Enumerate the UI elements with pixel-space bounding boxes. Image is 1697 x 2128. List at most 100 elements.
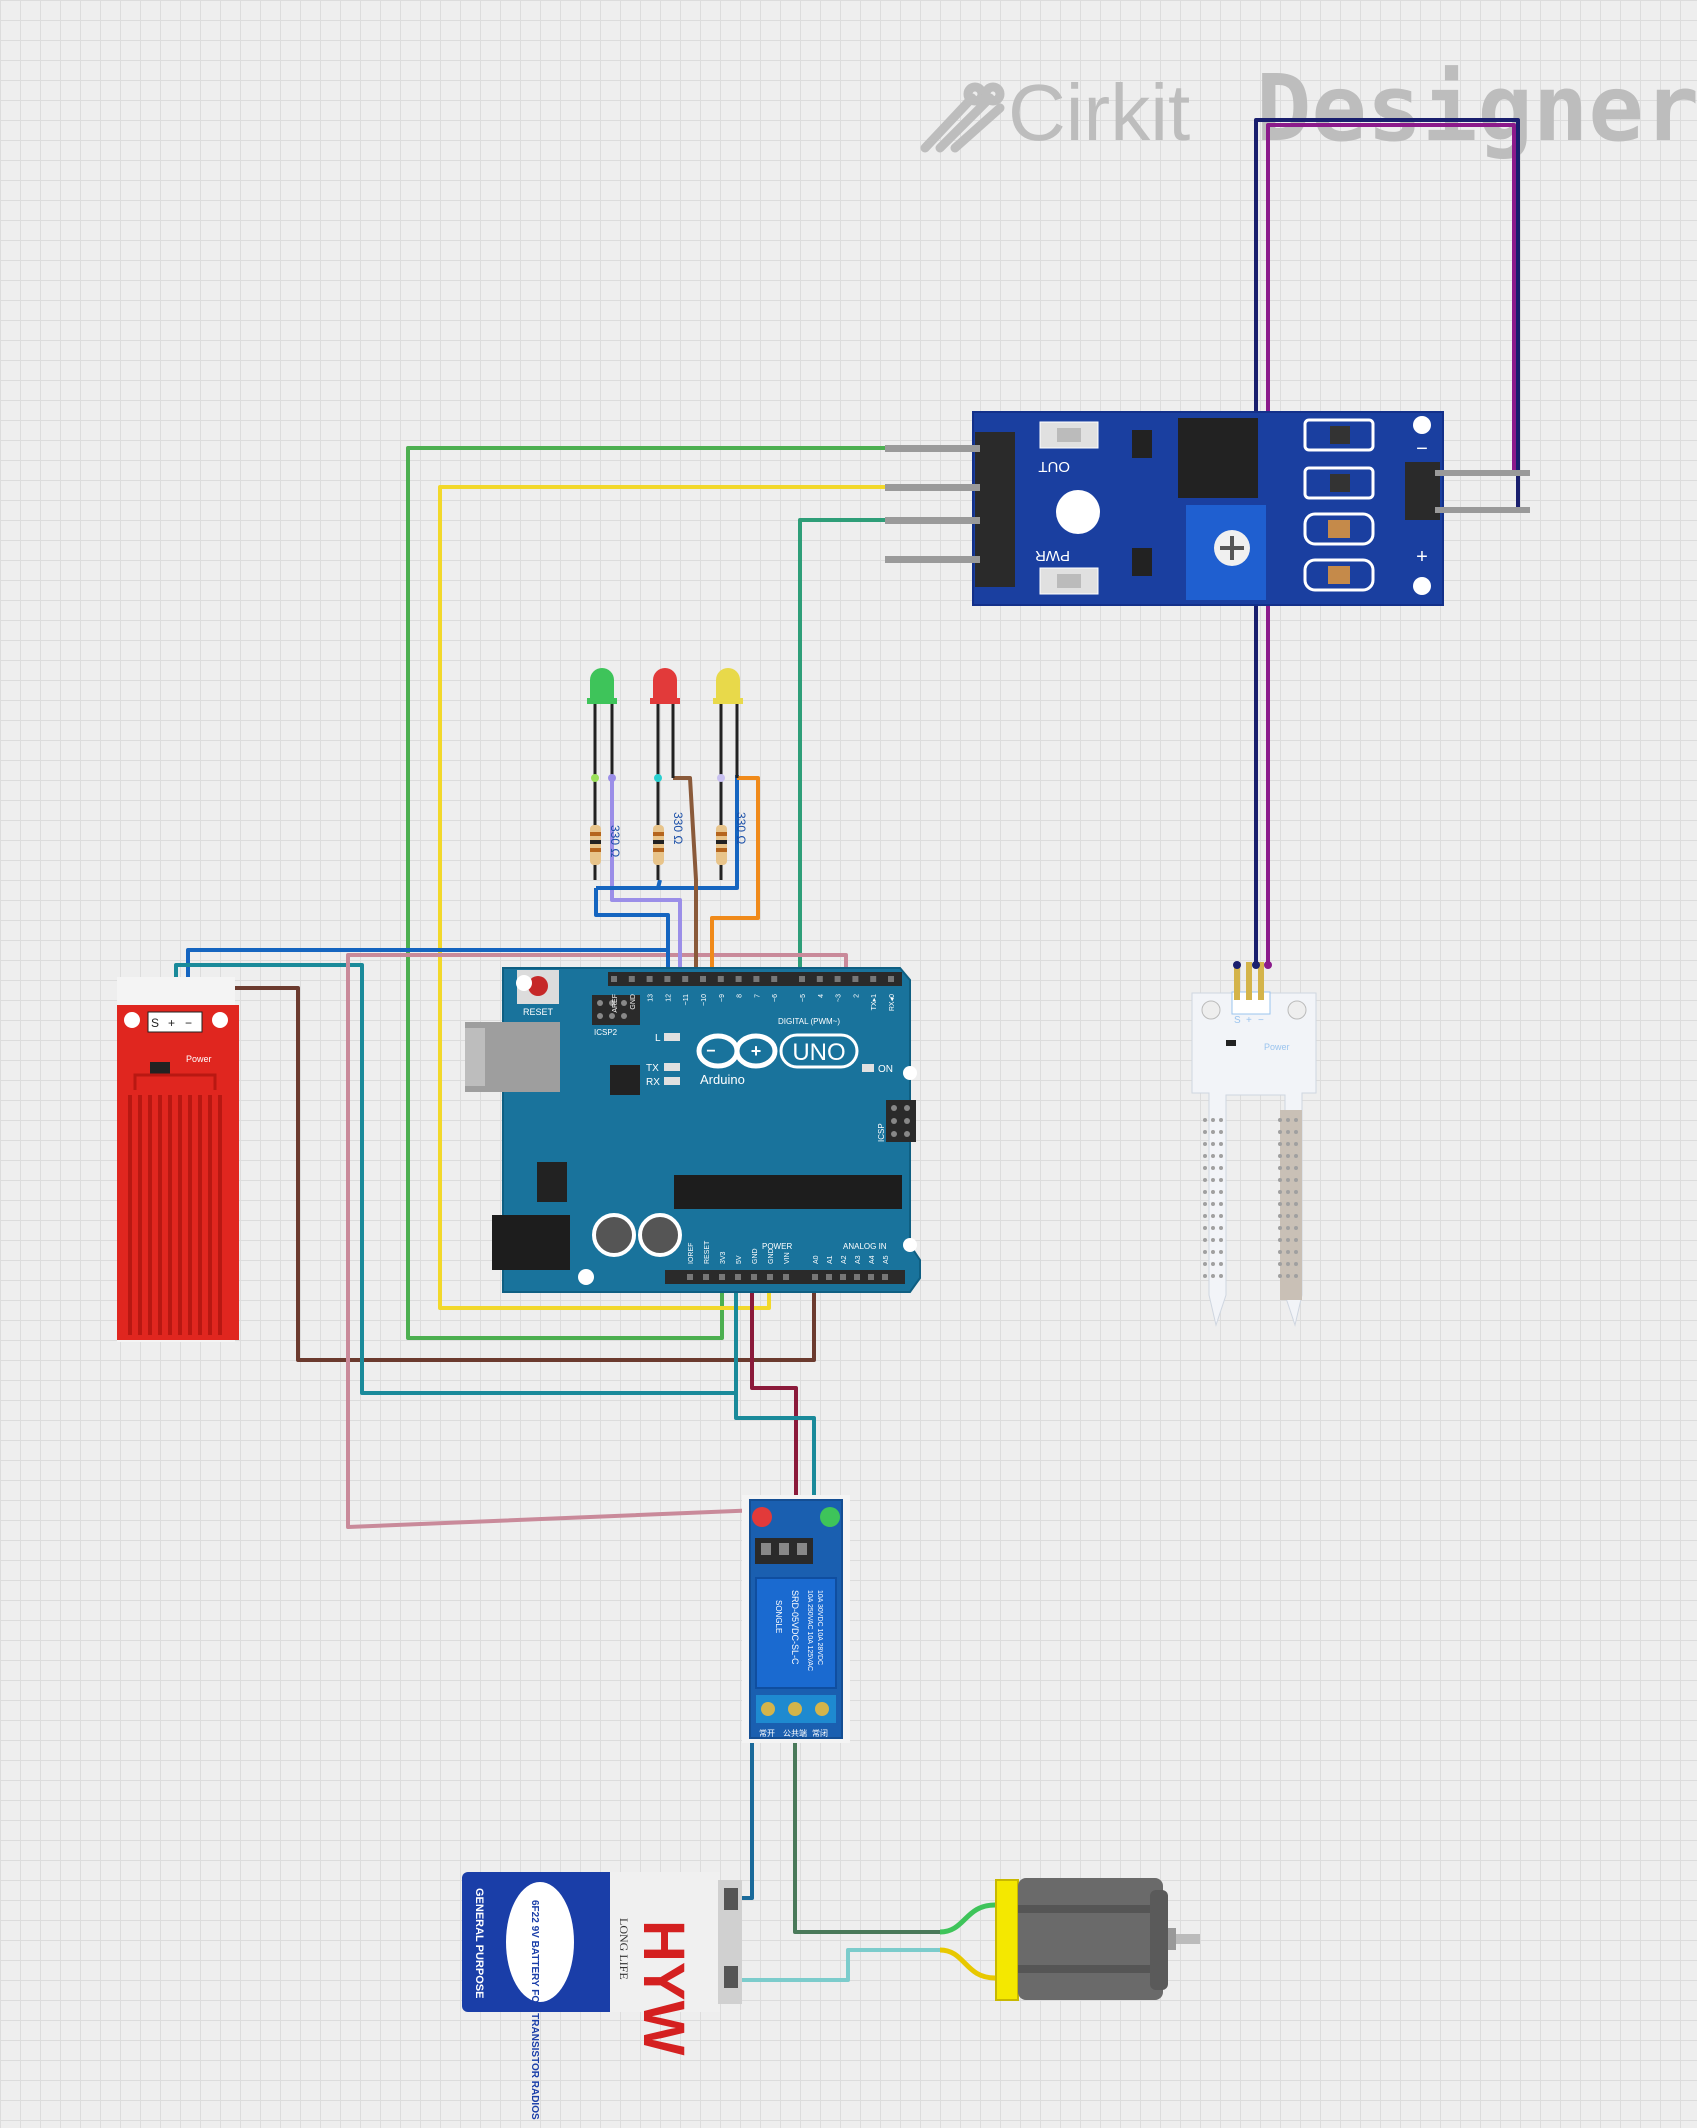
dc-motor[interactable] <box>939 1878 1200 2001</box>
analog-pin-label: A3 <box>855 1255 862 1264</box>
analog-pin-label: A1 <box>827 1255 834 1264</box>
wire-aqua-battery-motor[interactable] <box>738 1948 940 1982</box>
probe-dot <box>1286 1154 1290 1158</box>
relay-brand: SONGLE <box>774 1600 783 1633</box>
led-l-label: L <box>655 1033 661 1044</box>
probe-power-label: Power <box>1264 1042 1290 1052</box>
probe-dot <box>1203 1178 1207 1182</box>
resistor-2[interactable]: 330 Ω <box>653 812 685 865</box>
icsp2-header <box>592 995 640 1025</box>
pin-socket[interactable] <box>753 976 760 982</box>
wire-brown-led-red[interactable] <box>673 776 698 980</box>
pin-socket[interactable] <box>611 976 617 982</box>
analog-pin-label: A0 <box>813 1255 820 1264</box>
power-pin-socket[interactable] <box>783 1274 789 1280</box>
wire-teal-sensor-d[interactable] <box>798 518 985 980</box>
probe-dot <box>1211 1214 1215 1218</box>
power-pin-socket[interactable] <box>687 1274 693 1280</box>
probe-dot <box>1278 1166 1282 1170</box>
resistor-2-label: 330 Ω <box>671 812 685 844</box>
pin-label: 12 <box>665 994 672 1002</box>
pin-socket[interactable] <box>717 976 724 982</box>
power-jack <box>492 1215 570 1270</box>
probe-dot <box>1203 1262 1207 1266</box>
probe-dot <box>1286 1226 1290 1230</box>
pin-label: 7 <box>754 994 761 998</box>
led-body-green <box>590 668 614 700</box>
power-pin-socket[interactable] <box>767 1274 773 1280</box>
wire-blue-battery-relay[interactable] <box>738 1732 754 1900</box>
wire-green-relay-motor[interactable] <box>793 1732 940 1934</box>
icsp2-label: ICSP2 <box>594 1028 618 1037</box>
pin-socket[interactable] <box>834 976 841 982</box>
pin-socket[interactable] <box>870 976 877 982</box>
pin-socket[interactable] <box>852 976 859 982</box>
led-yellow[interactable] <box>713 668 743 880</box>
wire-teal-relay-vcc[interactable] <box>734 1393 816 1540</box>
analog-pin-socket[interactable] <box>826 1274 832 1280</box>
pin-socket[interactable] <box>682 976 689 982</box>
analog-pin-socket[interactable] <box>882 1274 888 1280</box>
pin-label: ~10 <box>701 994 708 1006</box>
probe-dot <box>1286 1238 1290 1242</box>
wire-cyan-water-sensor[interactable] <box>174 963 738 1395</box>
probe-dot <box>1203 1226 1207 1230</box>
probe-dot <box>1211 1178 1215 1182</box>
probe-pin-plus: + <box>1246 1015 1252 1026</box>
analog-pin-socket[interactable] <box>854 1274 860 1280</box>
wire-blue-led-common[interactable] <box>594 775 739 980</box>
analog-label: ANALOG IN <box>843 1242 887 1251</box>
power-pin-socket[interactable] <box>703 1274 709 1280</box>
probe-dot <box>1294 1190 1298 1194</box>
pin-socket[interactable] <box>646 976 653 982</box>
probe-dot <box>1211 1142 1215 1146</box>
power-pin-socket[interactable] <box>751 1274 757 1280</box>
resistor-3[interactable]: 330 Ω <box>716 812 748 865</box>
wire-green-sensor-out[interactable] <box>406 446 985 1340</box>
probe-dot <box>1286 1118 1290 1122</box>
probe-dot <box>1278 1130 1282 1134</box>
wire-pink-relay-in[interactable] <box>346 953 848 1529</box>
pin-socket[interactable] <box>628 976 635 982</box>
sensor-trace <box>148 1095 152 1335</box>
pin-socket[interactable] <box>700 976 706 982</box>
water-level-sensor[interactable]: S + − Power <box>117 977 239 1342</box>
probe-dot <box>1211 1262 1215 1266</box>
power-pin-label: 5V <box>736 1255 743 1264</box>
probe-dot <box>1294 1214 1298 1218</box>
probe-dot <box>1278 1202 1282 1206</box>
probe-dot <box>1294 1262 1298 1266</box>
wire-maroon-relay-gnd[interactable] <box>750 1280 798 1540</box>
resistor-1[interactable]: 330 Ω <box>590 825 622 865</box>
lm393-sensor-module[interactable]: OUT PWR − + <box>885 411 1530 606</box>
analog-pin-socket[interactable] <box>868 1274 874 1280</box>
soil-moisture-probe[interactable]: S + − Power <box>1191 961 1317 1327</box>
battery-9v[interactable]: 6F22 9V BATTERY FOR TRANSISTOR RADIOS GE… <box>462 1872 742 2120</box>
pin-socket[interactable] <box>664 976 671 982</box>
probe-dot <box>1278 1118 1282 1122</box>
pin-socket[interactable] <box>888 976 894 982</box>
analog-pin-socket[interactable] <box>840 1274 846 1280</box>
pin-label: ~6 <box>772 994 779 1002</box>
pin-label: ~9 <box>719 994 726 1002</box>
pin-socket[interactable] <box>735 976 742 982</box>
probe-pin-minus: − <box>1258 1015 1264 1026</box>
probe-dot <box>1219 1178 1223 1182</box>
relay-model: SRD-05VDC-SL-C <box>790 1590 800 1665</box>
analog-pin-socket[interactable] <box>812 1274 818 1280</box>
relay-module[interactable]: SRD-05VDC-SL-C 10A 250VAC 10A 125VAC 10A… <box>742 1495 850 1743</box>
pin-socket[interactable] <box>816 976 823 982</box>
power-pin-socket[interactable] <box>719 1274 725 1280</box>
wire-orange-led-yellow[interactable] <box>710 776 760 980</box>
power-pin-label: IOREF <box>688 1243 695 1264</box>
probe-dot <box>1219 1202 1223 1206</box>
wire-yellow-sensor-vcc[interactable] <box>438 485 985 1310</box>
wire-lavender-led-gnd[interactable] <box>610 775 682 980</box>
power-pin-socket[interactable] <box>735 1274 741 1280</box>
arduino-uno[interactable]: RESET ICSP2 L TX RX − + UNO Arduino ON <box>465 967 921 1293</box>
pin-socket[interactable] <box>771 976 778 982</box>
pin-socket[interactable] <box>799 976 805 982</box>
probe-dot <box>1294 1202 1298 1206</box>
probe-dot <box>1211 1190 1215 1194</box>
